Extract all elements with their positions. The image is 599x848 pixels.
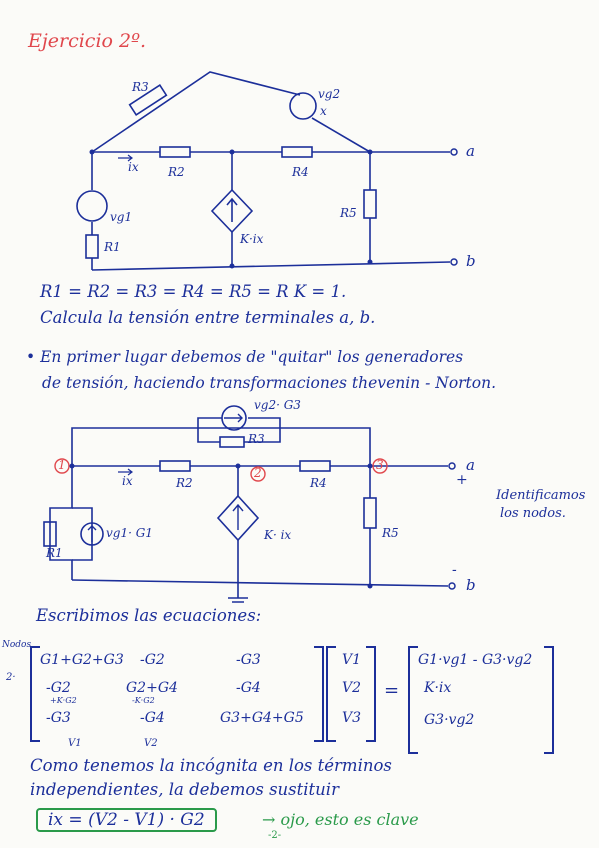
m-r3c2: -G4 [140, 710, 165, 726]
vg1-source [76, 190, 108, 222]
equations-heading: Escribimos las ecuaciones: [36, 606, 262, 625]
c1-label-dep-source: K·ix [240, 232, 264, 246]
r4-resistor [281, 146, 313, 158]
col-note-2: V2 [144, 738, 158, 749]
terminal-a-1 [450, 148, 458, 156]
rhs-3: G3·vg2 [424, 712, 475, 728]
c2-node-2: 2 [254, 466, 262, 480]
c2-label-plus: + [456, 472, 468, 488]
closing-line2: independientes, la debemos sustituir [30, 780, 339, 799]
c1-label-vg2-x: x [320, 104, 327, 118]
r3-resistor [128, 84, 168, 116]
var-v2: V2 [342, 680, 362, 696]
c1-label-b: b [466, 252, 476, 270]
m-r2c2: G2+G4 [126, 680, 178, 696]
equalities-line: R1 = R2 = R3 = R4 = R5 = R K = 1. [40, 282, 347, 301]
c1-label-r4: R4 [292, 165, 309, 179]
boxed-equation: ix = (V2 - V1) · G2 [36, 808, 217, 832]
c2-label-r1: R1 [46, 546, 63, 560]
vars-left-bracket [326, 646, 336, 742]
c1-label-a: a [466, 142, 475, 160]
var-v1: V1 [342, 652, 362, 668]
c2-label-r2: R2 [176, 476, 193, 490]
m-r2c1: -G2 [46, 680, 71, 696]
c2-label-top-source: vg2· G3 [254, 398, 301, 412]
vars-right-bracket [366, 646, 376, 742]
m-r2c3: -G4 [236, 680, 261, 696]
c1-label-vg2: vg2 [318, 87, 341, 101]
page-number: -2- [268, 830, 282, 841]
vg2-source [289, 92, 317, 120]
m-r1c2: -G2 [140, 652, 165, 668]
c2-label-r4: R4 [310, 476, 327, 490]
m-note-a: +K·G2 [50, 696, 77, 705]
circuit-1-diagram [76, 71, 458, 271]
ask-line: Calcula la tensión entre terminales a, b… [40, 308, 376, 327]
page-title: Ejercicio 2º. [28, 30, 147, 52]
c1-label-r5: R5 [340, 206, 357, 220]
var-v3: V3 [342, 710, 362, 726]
c2-label-a: a [466, 456, 475, 474]
terminal-b-1 [450, 258, 458, 266]
r5-resistor [363, 189, 377, 219]
step1-line2: de tensión, haciendo transformaciones th… [42, 374, 497, 392]
dependent-source-icon [210, 188, 254, 234]
r1-resistor [85, 234, 99, 259]
c2-label-src1: vg1· G1 [106, 526, 153, 540]
c1-label-r1: R1 [104, 240, 121, 254]
step1-line1: • En primer lugar debemos de "quitar" lo… [26, 348, 464, 366]
closing-line1: Como tenemos la incógnita en los término… [30, 756, 392, 775]
m-note-b: -K·G2 [132, 696, 155, 705]
matrix-left-bracket [30, 646, 40, 742]
equals-sign: = [384, 680, 400, 701]
left-note-1: Nodos [2, 640, 32, 650]
m-r3c3: G3+G4+G5 [220, 710, 304, 726]
col-note-1: V1 [68, 738, 82, 749]
c2-label-minus: - [452, 562, 457, 578]
c2-node-1: 1 [58, 458, 66, 472]
c1-label-ix: ix [128, 160, 139, 174]
r2-resistor [159, 146, 191, 158]
c2-node-3: 3 [376, 458, 384, 472]
c2-label-ix: ix [122, 474, 133, 488]
c1-label-vg1: vg1 [110, 210, 133, 224]
rhs-1: G1·vg1 - G3·vg2 [418, 652, 533, 668]
closing-note: → ojo, esto es clave [262, 810, 419, 829]
side-note-line1: Identificamos [496, 488, 586, 503]
c1-label-r2: R2 [168, 165, 185, 179]
matrix-right-bracket [314, 646, 324, 742]
c2-label-r3: R3 [248, 432, 265, 446]
c2-label-dep: K· ix [264, 528, 292, 542]
c1-label-r3: R3 [132, 80, 149, 94]
m-r3c1: -G3 [46, 710, 71, 726]
rhs-left-bracket [408, 646, 418, 754]
m-r1c3: -G3 [236, 652, 261, 668]
c2-label-b: b [466, 576, 476, 594]
rhs-right-bracket [544, 646, 554, 754]
m-r1c1: G1+G2+G3 [40, 652, 124, 668]
left-note-2: 2· [6, 672, 16, 683]
rhs-2: K·ix [424, 680, 452, 696]
c2-label-r5: R5 [382, 526, 399, 540]
side-note-line2: los nodos. [500, 506, 566, 521]
